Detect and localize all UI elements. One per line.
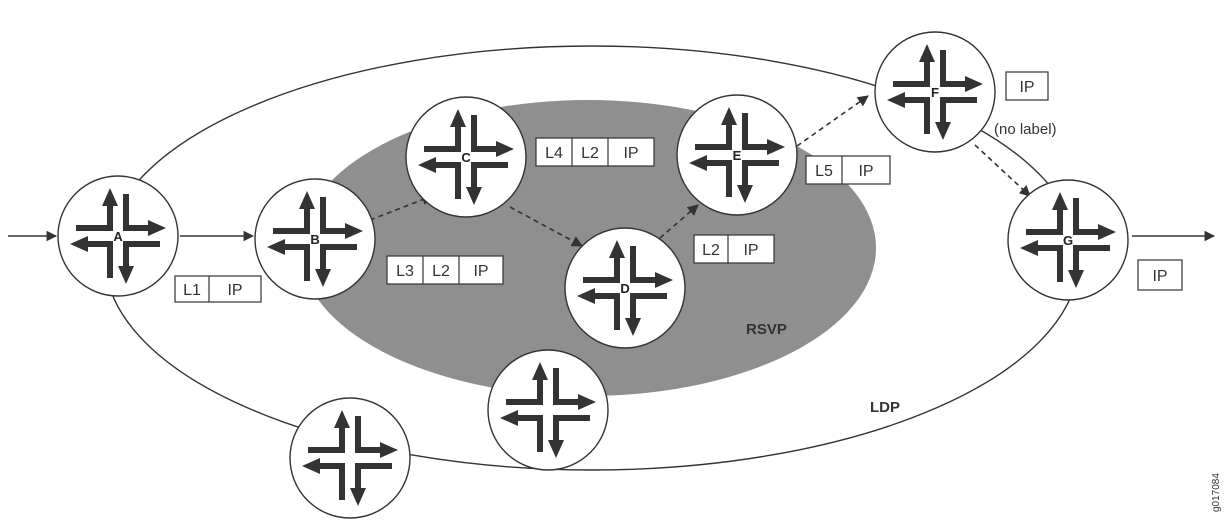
label-cell: IP [473,263,488,280]
label-cell: L4 [545,145,563,162]
stack-c-d: L4 L2 IP [535,137,655,167]
link-c-d [509,206,583,247]
router-unlabeled-ldp [289,397,411,519]
router-c-label: C [461,150,471,165]
ldp-label: LDP [870,399,900,416]
stack-b-c: L3 L2 IP [386,255,504,285]
router-g: G [1007,179,1129,301]
router-d-label: D [620,281,629,296]
router-c: C [405,96,527,218]
label-cell: L3 [396,263,414,280]
label-cell: L2 [581,145,599,162]
router-f-label: F [931,85,939,100]
stack-d-e: L2 IP [693,234,775,264]
label-cell: IP [623,145,638,162]
link-b-c [369,194,434,221]
router-a-label: A [113,229,123,244]
stack-f-g: IP [1005,71,1049,101]
label-cell: IP [1152,268,1167,285]
stack-g-out: IP [1137,259,1183,291]
no-label-annotation: (no label) [994,121,1057,138]
router-b-label: B [310,232,319,247]
link-f-g [974,144,1031,197]
label-cell: IP [1019,79,1034,96]
router-e-label: E [733,148,742,163]
stack-a-b: L1 IP [174,275,262,303]
router-e: E [676,94,798,216]
label-cell: IP [743,242,758,259]
router-unlabeled-rsvp [487,349,609,471]
rsvp-label: RSVP [746,321,787,338]
label-cell: L2 [432,263,450,280]
label-cell: IP [227,282,242,299]
figure-id: g017084 [1211,473,1222,512]
label-cell: L2 [702,242,720,259]
label-cell: L5 [815,163,833,180]
router-a: A [57,175,179,297]
router-d: D [564,227,686,349]
router-f: F [874,31,996,153]
link-e-f [796,95,869,147]
label-cell: L1 [183,282,201,299]
stack-e-f: L5 IP [805,155,891,185]
router-g-label: G [1063,233,1073,248]
label-cell: IP [858,163,873,180]
router-b: B [254,178,376,300]
